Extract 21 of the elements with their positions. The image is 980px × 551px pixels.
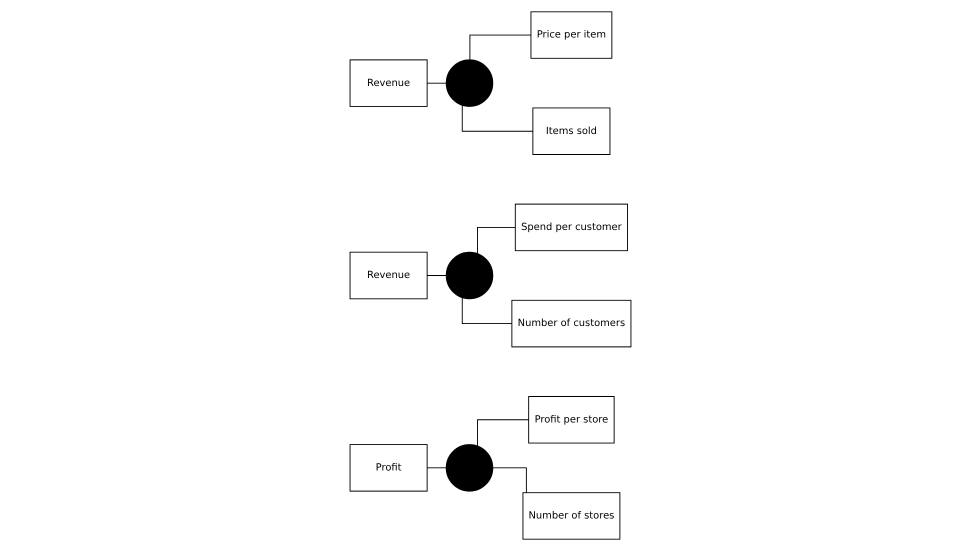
node-circle [445,59,493,107]
node-box: Spend per customer [514,204,628,252]
connector [468,34,531,60]
node-circle [445,444,493,492]
connector [476,419,529,446]
connector [426,82,446,84]
node-box: Items sold [532,108,610,155]
node-box: Price per item [530,11,612,59]
node-box: Revenue [349,252,428,300]
connector [461,105,533,132]
node-box: Number of customers [510,300,631,348]
node-box: Revenue [349,59,428,107]
node-circle [445,252,493,300]
node-box: Number of stores [522,492,620,540]
node-box: Profit per store [528,396,614,444]
connector [426,467,446,468]
connector [461,297,512,324]
connector [492,467,526,493]
node-box: Profit [349,444,428,492]
connector [426,275,446,276]
connector [476,226,516,254]
